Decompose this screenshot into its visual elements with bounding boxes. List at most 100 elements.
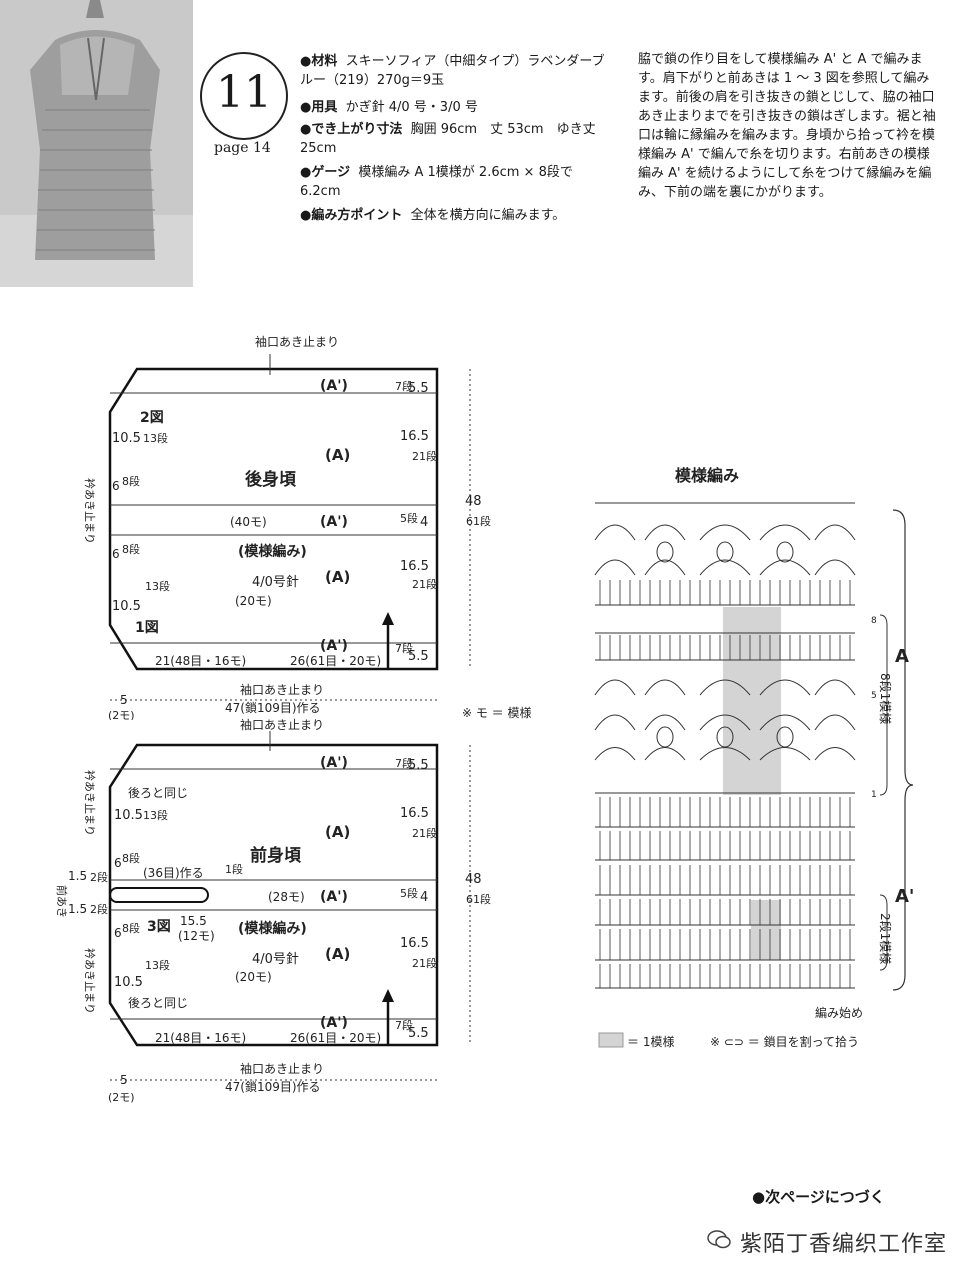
- back-top-cm: 5.5: [408, 381, 429, 396]
- back-title: 後身頃: [245, 469, 297, 490]
- chart-label-a: A: [895, 646, 909, 667]
- chart-label-a-prime: A': [895, 886, 914, 907]
- front-bot-26: 26(61目・20モ): [290, 1031, 381, 1045]
- back-mid-cm: 4: [420, 515, 428, 530]
- front-upper-a: (A): [325, 823, 350, 841]
- back-left-13: 13段: [143, 431, 168, 445]
- front-same-back2: 後ろと同じ: [128, 996, 188, 1010]
- gauge-label: ●ゲージ: [300, 165, 351, 180]
- chart-ap-rows: 2段1模様: [878, 913, 893, 964]
- front-one-row: 1段: [225, 862, 243, 876]
- back-right-21-lower: 21段: [412, 577, 437, 591]
- back-mid-a-prime: (A'): [320, 514, 348, 530]
- spec-materials: ●材料 スキーソフィア（中細タイプ）ラベンダーブルー（219）270g＝9玉: [300, 52, 608, 90]
- dress-form-illustration: [0, 0, 193, 287]
- chart-start: 編み始め: [815, 1005, 863, 1020]
- spec-gauge: ●ゲージ 模様編み A 1模様が 2.6cm × 8段で 6.2cm: [300, 163, 608, 201]
- front-cuff-bottom: 袖口あき止まり: [240, 1061, 324, 1076]
- front-left-2-lower: 2段: [90, 902, 108, 916]
- front-bottom-cm: 5.5: [408, 1026, 429, 1041]
- back-right-165-lower: 16.5: [400, 559, 429, 574]
- front-right-165: 16.5: [400, 806, 429, 821]
- back-bottom-cm: 5.5: [408, 649, 429, 664]
- front-bot-21: 21(48目・16モ): [155, 1031, 246, 1045]
- chart-row-8: 8: [871, 616, 877, 626]
- back-fig2: 2図: [140, 410, 164, 426]
- back-mid-40: (40モ): [230, 515, 267, 529]
- a-repeat-bracket: [879, 614, 888, 796]
- front-left-6: 6: [114, 856, 122, 870]
- back-left-13-lower: 13段: [145, 579, 170, 593]
- front-left-15-lower: 1.5: [68, 902, 87, 916]
- legend-repeat: ＝ 1模様: [627, 1035, 674, 1049]
- front-mid-cm: 4: [420, 890, 428, 905]
- front-left-13: 13段: [143, 808, 168, 822]
- legend-swatch: [598, 1032, 624, 1048]
- front-right-165-lower: 16.5: [400, 936, 429, 951]
- front-left-6-lower: 6: [114, 926, 122, 940]
- back-bottom-a-prime: (A'): [320, 638, 348, 654]
- back-lower-a: (A): [325, 568, 350, 586]
- chart-a-rows: 8段1模様: [878, 673, 893, 724]
- repeat-shading-a: [723, 607, 781, 795]
- front-top-cm: 5.5: [408, 758, 429, 773]
- front-mid-28: (28モ): [268, 890, 305, 904]
- back-total: 48: [465, 494, 482, 509]
- section-bracket: [892, 509, 914, 991]
- front-left-105-lower: 10.5: [114, 975, 143, 990]
- legend-chain: ※ ⊂⊃ ＝ 鎖目を割って拾う: [710, 1034, 859, 1049]
- back-left-105: 10.5: [112, 431, 141, 446]
- front-total-rows: 61段: [466, 892, 491, 906]
- spec-size: ●でき上がり寸法 胸囲 96cm 丈 53cm ゆき丈 25cm: [300, 120, 608, 158]
- wechat-icon: [707, 1230, 731, 1249]
- spec-tools: ●用具 かぎ針 4/0 号・3/0 号: [300, 98, 608, 117]
- mo-note: ※ モ ＝ 模様: [462, 706, 532, 720]
- front-left-8: 8段: [122, 851, 140, 865]
- back-two-mo: (2モ): [108, 709, 135, 720]
- front-title: 前身頃: [250, 845, 302, 866]
- back-bot-21: 21(48目・16モ): [155, 654, 246, 668]
- back-cuff-top: 袖口あき止まり: [255, 334, 339, 349]
- back-left-105-lower: 10.5: [112, 599, 141, 614]
- front-bottom-a-prime: (A'): [320, 1015, 348, 1031]
- front-two-mo: (2モ): [108, 1091, 135, 1104]
- front-w-12: (12モ): [178, 929, 215, 943]
- front-right-21-lower: 21段: [412, 956, 437, 970]
- front-cuff-top: 袖口あき止まり: [240, 717, 324, 732]
- front-chain: 47(鎖109目)作る: [225, 1079, 321, 1094]
- back-mid-20: (20モ): [235, 594, 272, 608]
- spec-points: ●編み方ポイント 全体を横方向に編みます。: [300, 206, 608, 225]
- front-open-label: 前あき: [55, 885, 69, 918]
- back-mid-rows: 5段: [400, 511, 418, 525]
- front-left-13-lower: 13段: [145, 958, 170, 972]
- back-left-6-lower: 6: [112, 547, 120, 561]
- front-collar-label-upper: 衿あき止まり: [83, 770, 97, 836]
- front-mid-rows: 5段: [400, 886, 418, 900]
- back-right-21: 21段: [412, 449, 437, 463]
- stitch-rows: [594, 502, 856, 989]
- watermark: 紫陌丁香编织工作室: [740, 1232, 948, 1257]
- back-left-8-lower: 8段: [122, 542, 140, 556]
- back-upper-a: (A): [325, 446, 350, 464]
- front-collar-label-lower: 衿あき止まり: [83, 948, 97, 1014]
- back-a-prime-top: (A'): [320, 378, 348, 394]
- size-label: ●でき上がり寸法: [300, 122, 403, 137]
- puff-stitches: [656, 541, 794, 748]
- tools-value: かぎ針 4/0 号・3/0 号: [345, 100, 478, 115]
- chart-title: 模様編み: [675, 466, 739, 485]
- back-bottom-rows: 7段: [395, 641, 413, 655]
- front-body-diagram: 袖口あき止まり (A') 7段 5.5 後ろと同じ 10.5 13段 (A) 1…: [55, 717, 491, 1104]
- back-cuff-bottom: 袖口あき止まり: [240, 682, 324, 697]
- front-same-back: 後ろと同じ: [128, 786, 188, 800]
- chart-row-5: 5: [871, 691, 877, 701]
- continued-next-page: ●次ページにつづく: [752, 1188, 885, 1206]
- back-total-rows: 61段: [466, 514, 491, 528]
- stitch-chart: 模様編み: [594, 466, 914, 1049]
- back-chain: 47(鎖109目)作る: [225, 700, 321, 715]
- front-mid-a-prime: (A'): [320, 889, 348, 905]
- front-left-2-upper: 2段: [90, 870, 108, 884]
- front-pattern: (模様編み): [238, 920, 307, 937]
- back-fig1: 1図: [135, 620, 159, 636]
- points-label: ●編み方ポイント: [300, 208, 403, 223]
- front-five: 5: [120, 1073, 128, 1087]
